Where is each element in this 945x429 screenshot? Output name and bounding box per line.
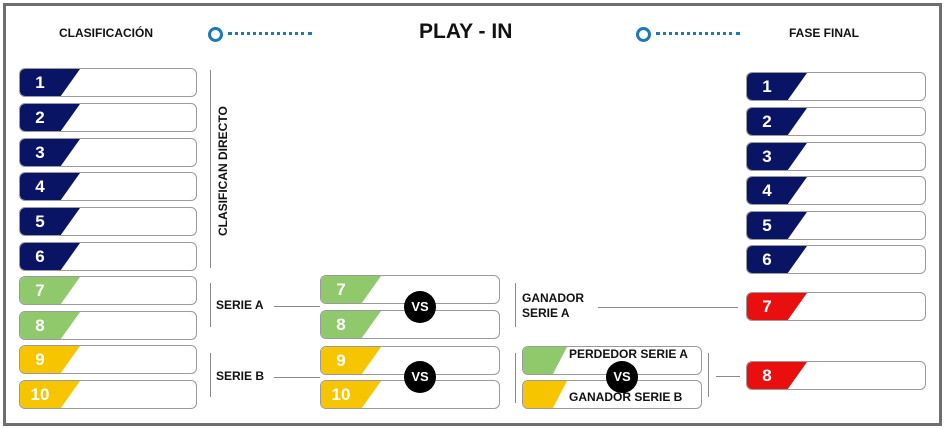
direct-qualify-label: CLASIFICAN DIRECTO (216, 106, 230, 236)
decider-bracket-left (515, 353, 516, 403)
series-a-vs-badge: VS (404, 291, 436, 323)
classification-heading: CLASIFICACIÓN (59, 26, 153, 40)
seed-number: 10 (331, 385, 351, 404)
left-ring-icon (208, 27, 223, 42)
seed-number: 4 (762, 181, 772, 200)
seed-tag (523, 347, 567, 374)
page-title: PLAY - IN (419, 20, 513, 43)
seed-number: 8 (762, 366, 772, 385)
seed-number: 8 (336, 315, 346, 334)
decider-top-label: PERDEDOR SERIE A (569, 347, 688, 361)
winner-a-label-line1: GANADOR (522, 291, 584, 305)
winner-a-label-line2: SERIE A (522, 306, 570, 320)
seed-number: 6 (35, 247, 45, 266)
seed-number: 7 (35, 281, 45, 300)
final-slot-8[interactable]: 8 (746, 361, 926, 390)
classification-slot-9[interactable]: 9 (19, 345, 197, 374)
classification-slot-5[interactable]: 5 (19, 207, 197, 236)
classification-slot-4[interactable]: 4 (19, 172, 197, 201)
series-b-connector (274, 377, 320, 378)
series-b-vs-badge: VS (404, 361, 436, 393)
seed-number: 3 (762, 147, 772, 166)
seed-number: 2 (35, 108, 45, 127)
decider-connector (716, 376, 740, 377)
classification-slot-8[interactable]: 8 (19, 311, 197, 340)
series-b-label: SERIE B (216, 369, 265, 383)
seed-number: 7 (336, 280, 346, 299)
right-ring-icon (636, 27, 651, 42)
left-dotted-divider (228, 32, 312, 35)
right-dotted-divider (656, 32, 740, 35)
final-slot-2[interactable]: 2 (746, 107, 926, 136)
series-a-connector (274, 306, 320, 307)
seed-number: 1 (762, 77, 772, 96)
final-slot-6[interactable]: 6 (746, 245, 926, 274)
seed-number: 10 (30, 385, 50, 404)
seed-number: 6 (762, 250, 772, 269)
final-phase-heading: FASE FINAL (789, 26, 860, 40)
classification-slot-2[interactable]: 2 (19, 103, 197, 132)
final-slot-3[interactable]: 3 (746, 142, 926, 171)
series-a-slot-7[interactable]: 7 (320, 275, 500, 304)
series-b-bracket (210, 353, 211, 397)
winner-a-bracket (515, 283, 516, 327)
classification-slot-3[interactable]: 3 (19, 138, 197, 167)
seed-number: 9 (35, 350, 45, 369)
seed-number: 7 (762, 297, 772, 316)
seed-number: 9 (336, 351, 346, 370)
seed-number: 8 (35, 316, 45, 335)
seed-number: 2 (762, 112, 772, 131)
decider-bottom-label: GANADOR SERIE B (569, 390, 683, 404)
seed-number: 1 (35, 73, 45, 92)
classification-slot-10[interactable]: 10 (19, 380, 197, 409)
series-a-label: SERIE A (216, 298, 264, 312)
series-a-bracket (210, 283, 211, 327)
seed-number: 3 (35, 143, 45, 162)
final-slot-7[interactable]: 7 (746, 292, 926, 321)
winner-a-connector (598, 307, 738, 308)
seed-number: 5 (762, 216, 772, 235)
classification-slot-1[interactable]: 1 (19, 68, 197, 97)
seed-tag (523, 381, 567, 408)
final-slot-4[interactable]: 4 (746, 176, 926, 205)
final-slot-5[interactable]: 5 (746, 211, 926, 240)
final-slot-1[interactable]: 1 (746, 72, 926, 101)
decider-vs-badge: VS (606, 361, 638, 393)
classification-slot-7[interactable]: 7 (19, 276, 197, 305)
decider-bracket-right (708, 353, 709, 397)
classification-slot-6[interactable]: 6 (19, 242, 197, 271)
seed-number: 5 (35, 212, 45, 231)
seed-number: 4 (35, 177, 45, 196)
direct-qualify-bracket (210, 70, 211, 268)
